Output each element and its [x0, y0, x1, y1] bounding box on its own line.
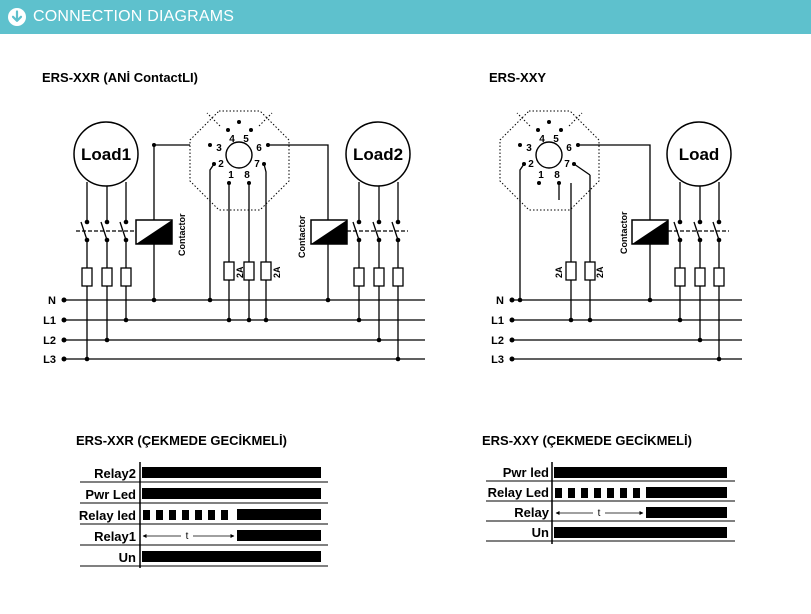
left-contactor-label: Contactor — [177, 213, 187, 256]
fuse-label-2a-b: 2A — [272, 266, 282, 278]
right-contactor-label: Contactor — [297, 215, 307, 258]
pin-6-right: 6 — [566, 143, 572, 154]
bar-un-r — [554, 527, 727, 538]
contactor-label-right: Contactor — [619, 211, 629, 254]
pin-1-right: 1 — [538, 170, 544, 181]
connection-diagrams: ERS-XXR (ANİ ContactLI) N L1 L2 L3 Load1 — [42, 70, 742, 568]
bus-label-n: N — [48, 295, 56, 307]
right-wiring-diagram: ERS-XXY N L1 L2 L3 — [489, 70, 742, 366]
pin-2: 2 — [218, 159, 224, 170]
bus-label-l3-right: L3 — [491, 354, 504, 366]
timing-row-relay1: Relay1 — [94, 529, 136, 544]
blink-relay-led-r — [555, 488, 640, 498]
left-relay-socket: 4 5 3 6 2 7 1 8 — [189, 110, 290, 211]
load-label: Load — [679, 145, 720, 164]
load1-circle — [73, 121, 139, 187]
timing-t-left: t — [186, 531, 189, 542]
fuse-label-2a-d: 2A — [595, 266, 605, 278]
pin-4: 4 — [229, 134, 235, 145]
bus-label-l1: L1 — [43, 315, 56, 327]
timing-row-pwr-led: Pwr Led — [85, 487, 136, 502]
bus-label-l1-right: L1 — [491, 315, 504, 327]
bar-relay-led-r — [646, 487, 727, 498]
pin-8-right: 8 — [554, 170, 560, 181]
left-timing-title: ERS-XXR (ÇEKMEDE GECİKMELİ) — [76, 433, 287, 448]
right-relay-socket: 4 5 3 6 2 7 1 8 — [499, 110, 600, 211]
pin-3: 3 — [216, 143, 222, 154]
timing-row-relay-led: Relay led — [79, 508, 136, 523]
left-timing-diagram: ERS-XXR (ÇEKMEDE GECİKMELİ) Relay2 Pwr L… — [76, 433, 328, 568]
pin-1: 1 — [228, 170, 234, 181]
bar-relay-r — [646, 507, 727, 518]
pin-4-right: 4 — [539, 134, 545, 145]
timing-row-un: Un — [119, 550, 136, 565]
bar-relay2 — [142, 467, 321, 478]
load1-label: Load1 — [81, 145, 131, 164]
load2-circle — [345, 121, 411, 187]
section-title: CONNECTION DIAGRAMS — [33, 8, 235, 25]
load-circle — [666, 121, 732, 187]
timing-row-pwr-led-r: Pwr led — [503, 465, 549, 480]
bar-relay-led — [237, 509, 321, 520]
bus-label-l2-right: L2 — [491, 335, 504, 347]
section-header[interactable]: CONNECTION DIAGRAMS — [0, 0, 811, 34]
right-timing-title: ERS-XXY (ÇEKMEDE GECİKMELİ) — [482, 433, 692, 448]
timing-row-relay-r: Relay — [514, 505, 549, 520]
pin-5-right: 5 — [553, 134, 559, 145]
left-wiring-diagram: ERS-XXR (ANİ ContactLI) N L1 L2 L3 Load1 — [42, 70, 425, 366]
bar-pwr-led-r — [554, 467, 727, 478]
bus-label-n-right: N — [496, 295, 504, 307]
pin-7-right: 7 — [564, 159, 570, 170]
bus-label-l2: L2 — [43, 335, 56, 347]
left-diagram-title: ERS-XXR (ANİ ContactLI) — [42, 70, 198, 85]
fuse-label-2a-a: 2A — [235, 266, 245, 278]
bar-relay1 — [237, 530, 321, 541]
bar-pwr-led — [142, 488, 321, 499]
pin-8: 8 — [244, 170, 250, 181]
arrow-down-circle-icon — [8, 8, 26, 26]
bar-un — [142, 551, 321, 562]
pin-7: 7 — [254, 159, 260, 170]
pin-2-right: 2 — [528, 159, 534, 170]
timing-row-relay2: Relay2 — [94, 466, 136, 481]
fuse-label-2a-c: 2A — [554, 266, 564, 278]
pin-5: 5 — [243, 134, 249, 145]
bus-label-l3: L3 — [43, 354, 56, 366]
timing-row-un-r: Un — [532, 525, 549, 540]
timing-row-relay-led-r: Relay Led — [488, 485, 549, 500]
pin-3-right: 3 — [526, 143, 532, 154]
blink-relay-led — [143, 510, 228, 520]
timing-t-right: t — [598, 508, 601, 519]
pin-6: 6 — [256, 143, 262, 154]
right-timing-diagram: ERS-XXY (ÇEKMEDE GECİKMELİ) Pwr led Rela… — [482, 433, 735, 544]
load2-label: Load2 — [353, 145, 403, 164]
right-diagram-title: ERS-XXY — [489, 70, 546, 85]
